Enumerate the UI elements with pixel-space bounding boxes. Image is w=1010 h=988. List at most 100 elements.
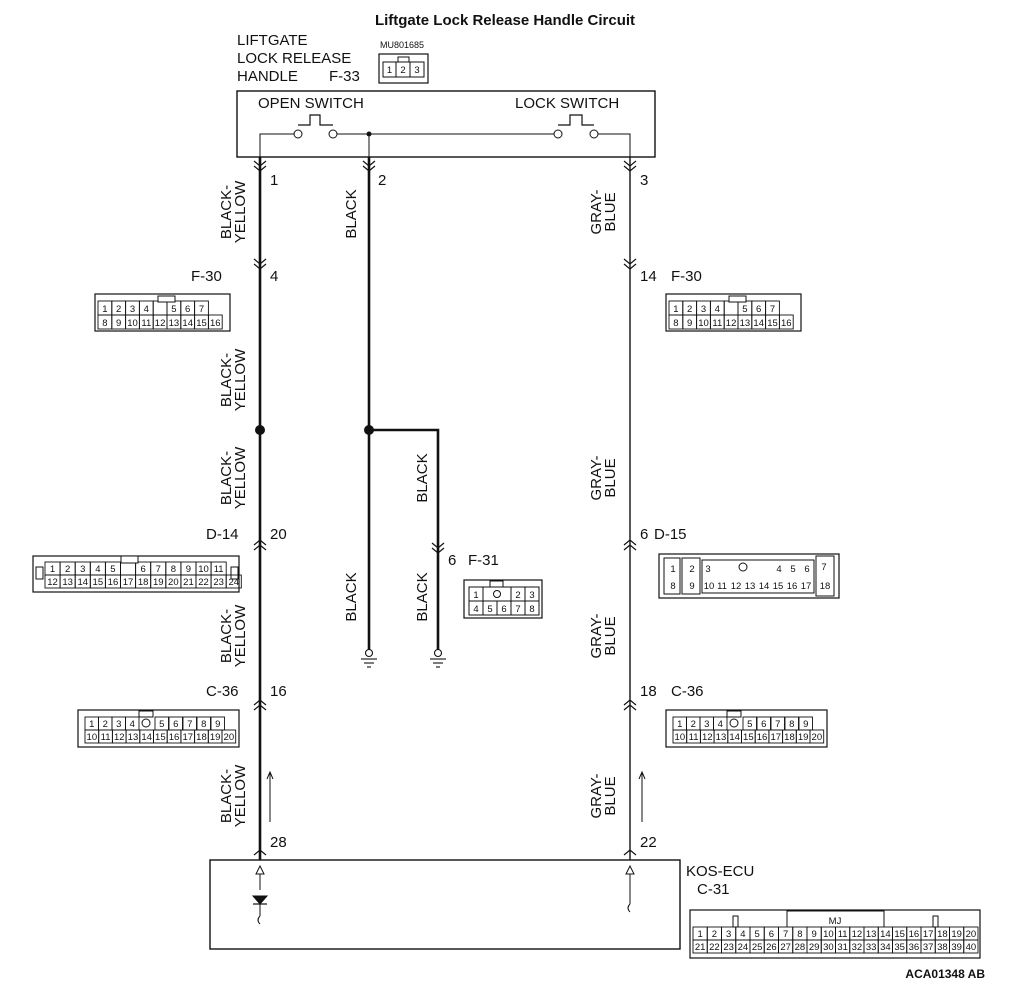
connector-c36-left-pin-6: 6 — [173, 719, 178, 730]
connector-f30-right-pin-1: 1 — [673, 304, 678, 315]
c31-pin-23: 23 — [723, 942, 734, 953]
c31-pin-7: 7 — [783, 929, 788, 940]
f31-pin-8: 8 — [529, 604, 534, 615]
component-name-line-1: LIFTGATE — [237, 32, 308, 49]
c31-pin-11: 11 — [838, 929, 848, 940]
d14-pin-1: 1 — [50, 564, 55, 575]
wire-color-left-3b: YELLOW — [232, 446, 249, 509]
connector-chevrons — [253, 160, 637, 856]
ecu-connector-name: C-31 — [697, 881, 730, 898]
connector-f30-left-pin-8: 8 — [102, 318, 107, 329]
c31-pin-34: 34 — [880, 942, 891, 953]
ground-symbol-middle — [361, 648, 377, 668]
connector-f30-right-pin-15: 15 — [767, 318, 778, 329]
d14-pin-12: 12 — [47, 577, 58, 588]
pin-right-3: 3 — [640, 172, 648, 189]
connector-c36-right-pin-13: 13 — [716, 732, 727, 743]
wire-color-left-2a: BLACK- — [218, 353, 235, 407]
pin-left-20: 20 — [270, 526, 287, 543]
c31-pin-27: 27 — [780, 942, 791, 953]
pin-left-4: 4 — [270, 268, 278, 285]
connector-f33-diagram: 1 2 3 — [378, 53, 429, 84]
connector-c36-right-pin-17: 17 — [770, 732, 781, 743]
wire-color-middle-1: BLACK — [343, 189, 360, 238]
connector-c36-left-pin-19: 19 — [210, 732, 221, 743]
c31-pin-1: 1 — [697, 929, 702, 940]
wire-color-left-2b: YELLOW — [232, 348, 249, 411]
d15-pin-2: 2 — [689, 564, 694, 575]
connector-name-c36-right: C-36 — [671, 683, 704, 700]
connector-c36-left-pin-5: 5 — [159, 719, 164, 730]
connector-c36-right-pin-20: 20 — [812, 732, 823, 743]
d14-pin-19: 19 — [153, 577, 164, 588]
c31-pin-40: 40 — [966, 942, 977, 953]
splice-middle — [364, 425, 374, 435]
f31-pin-4: 4 — [473, 604, 478, 615]
connector-f30-left-pin-14: 14 — [182, 318, 193, 329]
d14-pin-18: 18 — [138, 577, 149, 588]
wire-color-left-5a: BLACK- — [218, 769, 235, 823]
f33-pin-3: 3 — [414, 65, 419, 76]
f31-pin-5: 5 — [487, 604, 492, 615]
pin-right-14: 14 — [640, 268, 657, 285]
connector-f30-left-pin-11: 11 — [141, 318, 151, 329]
ground-symbol-branch — [430, 648, 446, 668]
component-name-line-2: LOCK RELEASE — [237, 50, 351, 67]
d14-pin-3: 3 — [80, 564, 85, 575]
pin-right-22: 22 — [640, 834, 657, 851]
d15-pin-6: 6 — [804, 564, 809, 575]
d15-pin-15: 15 — [773, 581, 784, 592]
c31-pin-28: 28 — [795, 942, 806, 953]
wire-color-left-5b: YELLOW — [232, 764, 249, 827]
c31-pin-25: 25 — [752, 942, 763, 953]
d15-pin-13: 13 — [745, 581, 756, 592]
d14-pin-15: 15 — [93, 577, 104, 588]
c31-pin-24: 24 — [738, 942, 749, 953]
connector-c36-left-pin-7: 7 — [187, 719, 192, 730]
c31-pin-6: 6 — [769, 929, 774, 940]
connector-c36-left-pin-14: 14 — [141, 732, 152, 743]
connector-name-f30-right: F-30 — [671, 268, 702, 285]
f31-pin-7: 7 — [515, 604, 520, 615]
c31-pin-32: 32 — [852, 942, 863, 953]
connector-c36-left-pin-16: 16 — [169, 732, 180, 743]
c31-pin-33: 33 — [866, 942, 877, 953]
connector-name-c36-left: C-36 — [206, 683, 239, 700]
connector-c36-right-pin-6: 6 — [761, 719, 766, 730]
ecu-name: KOS-ECU — [686, 863, 754, 880]
c31-pin-30: 30 — [823, 942, 834, 953]
c31-pin-37: 37 — [923, 942, 934, 953]
d15-pin-7: 7 — [821, 562, 826, 573]
d14-pin-13: 13 — [62, 577, 73, 588]
d14-pin-10: 10 — [198, 564, 209, 575]
connector-c36-left-pin-15: 15 — [155, 732, 166, 743]
connector-c36-right-pin-12: 12 — [702, 732, 713, 743]
f33-pin-1: 1 — [387, 65, 392, 76]
connector-c36-right-pin-16: 16 — [757, 732, 768, 743]
d14-pin-14: 14 — [77, 577, 88, 588]
connector-f30-left-pin-3: 3 — [130, 304, 135, 315]
connector-c36-left-pin-18: 18 — [196, 732, 207, 743]
pin-right-18: 18 — [640, 683, 657, 700]
connector-label-f33: F-33 — [329, 68, 360, 85]
d15-pin-4: 4 — [776, 564, 781, 575]
c31-pin-19: 19 — [951, 929, 962, 940]
d15-pin-11: 11 — [717, 581, 727, 592]
connector-f30-right-pin-6: 6 — [756, 304, 761, 315]
d14-pin-7: 7 — [156, 564, 161, 575]
connector-f30-left-pin-6: 6 — [185, 304, 190, 315]
d15-pin-14: 14 — [759, 581, 770, 592]
connector-c36-left-pin-2: 2 — [103, 719, 108, 730]
d14-pin-11: 11 — [214, 564, 224, 575]
connector-c36-right-pin-9: 9 — [803, 719, 808, 730]
connector-f30-right-pin-11: 11 — [712, 318, 722, 329]
connector-f30-right-pin-3: 3 — [701, 304, 706, 315]
pin-middle-2: 2 — [378, 172, 386, 189]
d14-pin-21: 21 — [183, 577, 194, 588]
c31-pin-21: 21 — [695, 942, 706, 953]
